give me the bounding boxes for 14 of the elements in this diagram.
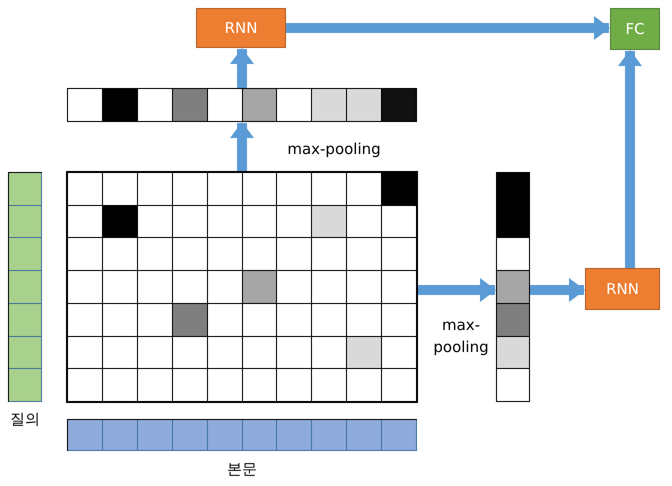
block-arrow [618,50,642,268]
rnn-box: RNN [196,8,286,48]
query-vector [8,172,42,402]
pooled-column-vector [496,172,530,402]
pooled-row-vector [67,88,417,122]
block-arrow [230,122,254,172]
block-arrow [230,48,254,88]
rnn-box: RNN [585,268,660,310]
block-arrow [417,278,496,302]
passage-vector [67,419,417,451]
fc-box: FC [610,8,660,50]
similarity-matrix [67,172,417,402]
block-arrow [286,16,610,40]
block-arrow [530,278,585,302]
